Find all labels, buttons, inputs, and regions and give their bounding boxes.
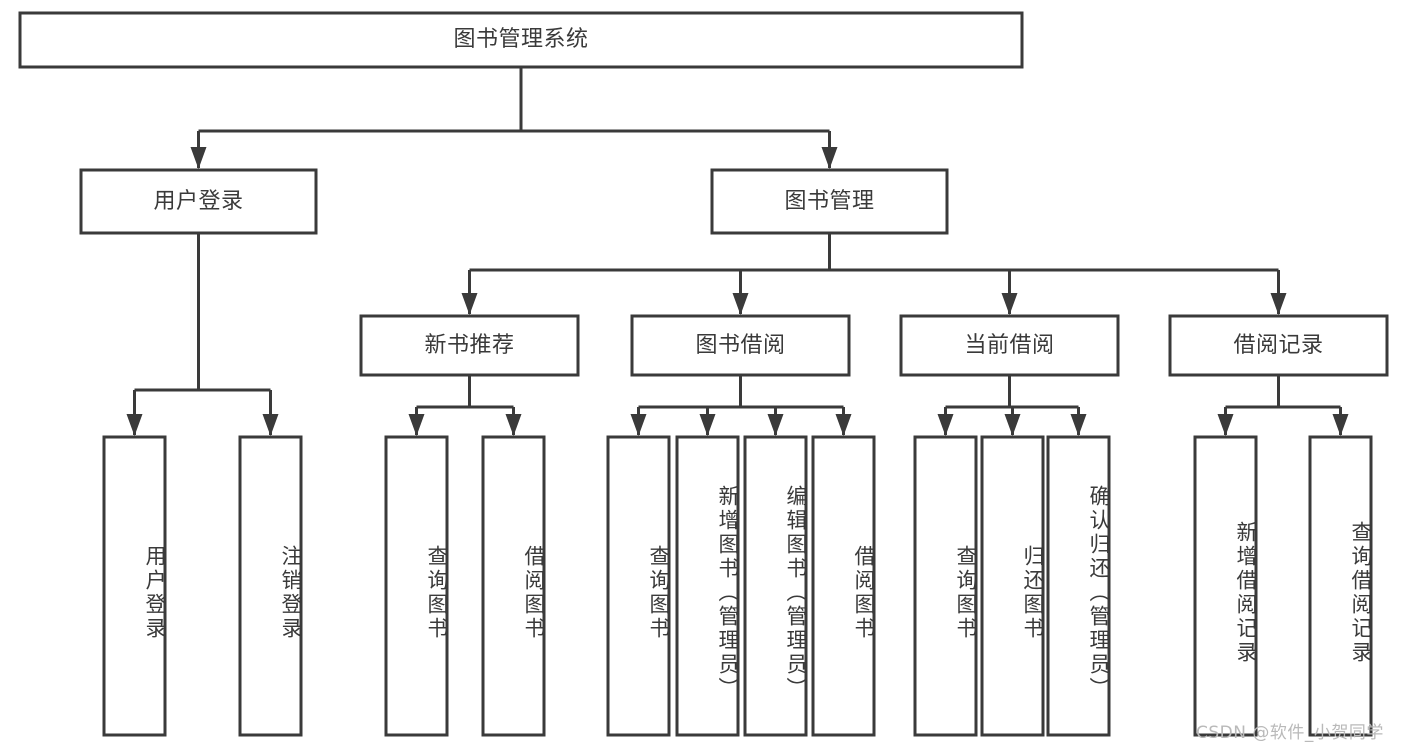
arrow-to-borrow-record (1270, 293, 1287, 315)
leaf-leaf-borrow-book-1[interactable] (481, 435, 546, 737)
arrow-to-new-book-rec (461, 293, 478, 315)
arrow-to-leaf-add-book (699, 414, 716, 436)
leaf-leaf-edit-book[interactable] (743, 435, 808, 737)
leaf-leaf-query-book-1[interactable] (384, 435, 449, 737)
arrow-to-user-login (190, 147, 207, 169)
leaf-leaf-borrow-book-2[interactable] (811, 435, 876, 737)
leaf-leaf-add-book[interactable] (675, 435, 740, 737)
arrow-to-leaf-borrow-book-1 (505, 414, 522, 436)
node-root[interactable] (18, 11, 1024, 69)
leaf-leaf-return-book[interactable] (980, 435, 1045, 737)
arrow-to-leaf-query-book-3 (937, 414, 954, 436)
arrow-to-leaf-query-book-1 (408, 414, 425, 436)
leaf-leaf-add-record[interactable] (1193, 435, 1258, 737)
arrow-to-leaf-edit-book (767, 414, 784, 436)
leaf-leaf-user-logout[interactable] (238, 435, 303, 737)
edges-layer (126, 67, 1349, 436)
leaf-leaf-query-book-3[interactable] (913, 435, 978, 737)
leaf-leaf-query-record[interactable] (1308, 435, 1373, 737)
arrow-to-book-manage (821, 147, 838, 169)
arrow-to-leaf-return-book (1004, 414, 1021, 436)
arrow-to-leaf-query-book-2 (630, 414, 647, 436)
node-user-login[interactable] (79, 168, 318, 235)
node-new-book-rec[interactable] (359, 314, 580, 377)
arrow-to-book-borrow (732, 293, 749, 315)
leaf-leaf-confirm-return[interactable] (1046, 435, 1111, 737)
arrow-to-leaf-query-record (1332, 414, 1349, 436)
node-book-manage[interactable] (710, 168, 949, 235)
arrow-to-leaf-user-login (126, 414, 143, 436)
arrow-to-leaf-confirm-return (1070, 414, 1087, 436)
csdn-watermark: CSDN @软件_小贺同学 (1196, 723, 1384, 743)
arrow-to-leaf-user-logout (262, 414, 279, 436)
node-book-borrow[interactable] (630, 314, 851, 377)
boxes-layer (18, 11, 1389, 737)
leaf-leaf-user-login[interactable] (102, 435, 167, 737)
node-current-borrow[interactable] (899, 314, 1120, 377)
leaf-leaf-query-book-2[interactable] (606, 435, 671, 737)
arrow-to-current-borrow (1001, 293, 1018, 315)
arrow-to-leaf-borrow-book-2 (835, 414, 852, 436)
node-borrow-record[interactable] (1168, 314, 1389, 377)
arrow-to-leaf-add-record (1217, 414, 1234, 436)
